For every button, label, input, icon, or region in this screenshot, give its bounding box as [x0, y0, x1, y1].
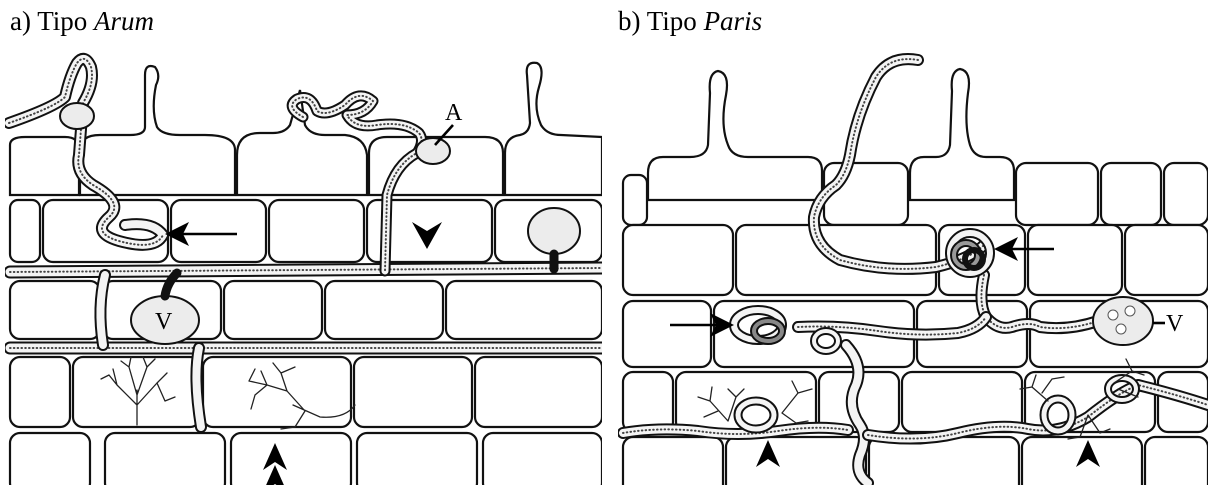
panel-a-name: Arum: [94, 6, 154, 36]
cortex-cell: [269, 200, 364, 262]
cortex-cell: [623, 301, 711, 367]
vesicles: [1093, 297, 1153, 345]
panel-b-name: Paris: [704, 6, 763, 36]
cortex-cell: [623, 225, 733, 295]
cortex-cell: [623, 372, 673, 432]
cortex-cell: [224, 281, 322, 339]
vesicle-label: V: [155, 309, 173, 335]
appressorium: [416, 138, 450, 164]
epidermis-cell: [824, 163, 908, 225]
appressorium-label: A: [445, 100, 463, 126]
panel-a-title: a) Tipo Arum: [10, 6, 154, 37]
cortex-cell: [726, 437, 866, 485]
vesicle: [1093, 297, 1153, 345]
cortex-cell: [10, 433, 90, 485]
root-hair-cell: [80, 66, 235, 195]
panel-a-prefix: a) Tipo: [10, 6, 94, 36]
arum-type-diagram: A V: [5, 45, 602, 485]
paris-type-diagram: V: [618, 45, 1208, 485]
epidermis-cell: [1164, 163, 1208, 225]
cortex-cell: [1028, 225, 1122, 295]
vesicle: [528, 208, 580, 254]
root-cell-layers: [623, 69, 1208, 485]
epidermis-cell: [10, 137, 79, 195]
root-hair-cell: [910, 69, 1014, 200]
vesicle-label: V: [1166, 311, 1184, 337]
cortex-cell: [357, 433, 477, 485]
appressorium: [60, 103, 94, 129]
cortex-cell: [10, 357, 70, 427]
cortex-cell: [10, 200, 40, 262]
cortex-cell: [171, 200, 266, 262]
cortex-cell: [354, 357, 472, 427]
cortex-cell: [869, 437, 1019, 485]
panel-b-prefix: b) Tipo: [618, 6, 704, 36]
cortex-cell: [325, 281, 443, 339]
cortex-cell: [446, 281, 602, 339]
cortex-cell: [483, 433, 602, 485]
cortex-cell: [105, 433, 225, 485]
root-hair-cell: [505, 63, 602, 195]
cortex-cell: [623, 437, 723, 485]
epidermis-cell: [1016, 163, 1098, 225]
epidermis-cell: [1101, 163, 1161, 225]
cortex-cell: [1125, 225, 1208, 295]
cortex-cell: [475, 357, 602, 427]
root-hair-cell: [648, 71, 822, 200]
cortex-cell: [1145, 437, 1208, 485]
panel-b-title: b) Tipo Paris: [618, 6, 762, 37]
epidermis-cell: [623, 175, 647, 225]
cortex-cell: [10, 281, 100, 339]
cortex-cell: [231, 433, 351, 485]
